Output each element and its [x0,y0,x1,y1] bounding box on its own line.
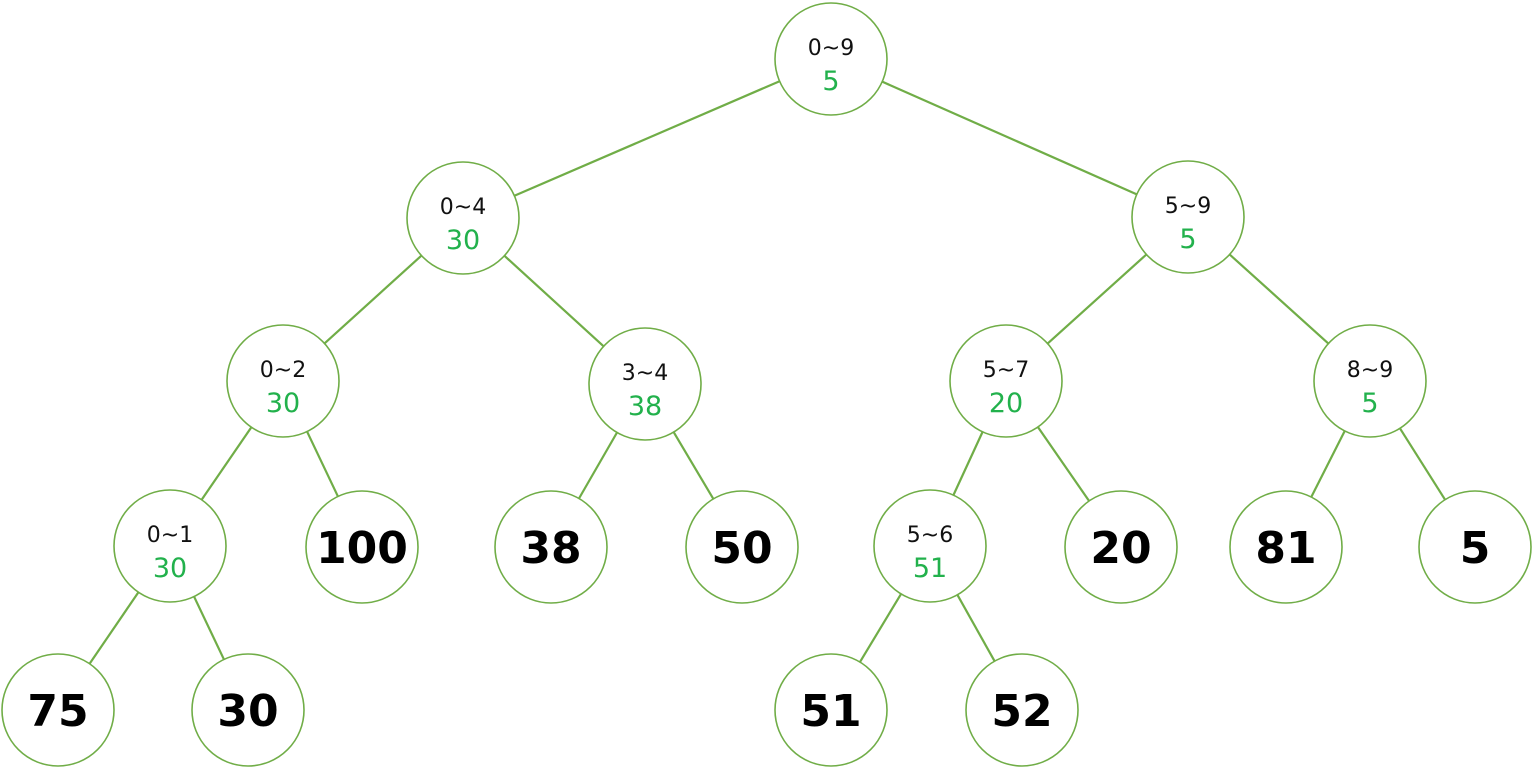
node-min-value: 5 [1179,224,1196,255]
leaf-value: 20 [1090,523,1151,574]
node-circle [113,489,227,603]
leaf-circle [191,653,305,767]
leaf-circle [774,653,888,767]
edge-n-0-9-to-n-5-9 [881,80,1138,196]
node-circle [406,161,520,275]
edge-n-0-2-to-n-0-1 [200,426,253,501]
leaf-value: 75 [27,686,88,737]
tree-leaf-0: 75 [1,653,115,767]
node-range-label: 5~9 [1165,194,1211,219]
tree-node-5-7: 5~720 [949,324,1063,438]
node-min-value: 5 [822,66,839,97]
edge-n-3-4-to-leaf-3 [578,431,618,500]
tree-leaf-3: 38 [494,490,608,604]
node-circle [949,324,1063,438]
tree-node-0-2: 0~230 [226,324,340,438]
edge-n-8-9-to-leaf-9 [1399,427,1446,501]
edge-n-3-4-to-leaf-4 [672,431,715,500]
node-range-label: 0~1 [147,523,193,548]
leaf-value: 38 [520,523,581,574]
edge-n-5-6-to-leaf-6 [956,594,996,662]
leaf-circle [494,490,608,604]
edge-n-0-1-to-leaf-1 [193,596,225,660]
leaf-value: 5 [1460,523,1491,574]
tree-leaf-6: 52 [965,653,1079,767]
edge-n-5-7-to-n-5-6 [952,431,984,496]
node-min-value: 38 [628,391,662,422]
edge-n-0-9-to-n-0-4 [513,80,781,197]
tree-node-8-9: 8~95 [1313,324,1427,438]
leaf-circle [965,653,1079,767]
tree-node-0-1: 0~130 [113,489,227,603]
tree-leaf-2: 100 [305,490,419,604]
node-range-label: 0~2 [260,358,306,383]
leaf-circle [1064,490,1178,604]
tree-leaf-5: 51 [774,653,888,767]
leaf-circle [305,490,419,604]
leaf-value: 81 [1255,523,1316,574]
edges-layer [88,80,1446,665]
node-min-value: 30 [266,388,300,419]
tree-node-5-6: 5~651 [873,489,987,603]
node-min-value: 51 [913,553,947,584]
tree-node-5-9: 5~95 [1131,160,1245,274]
tree-leaf-7: 20 [1064,490,1178,604]
edge-n-5-9-to-n-5-7 [1046,253,1148,345]
leaf-circle [1418,490,1532,604]
edge-n-0-4-to-n-0-2 [323,254,423,345]
edge-n-0-4-to-n-3-4 [503,254,605,348]
node-min-value: 30 [153,553,187,584]
node-min-value: 5 [1361,388,1378,419]
leaf-circle [1229,490,1343,604]
tree-leaf-4: 50 [685,490,799,604]
node-range-label: 5~6 [907,523,953,548]
node-range-label: 3~4 [622,361,668,386]
node-circle [588,327,702,441]
node-circle [774,2,888,116]
node-range-label: 8~9 [1347,358,1393,383]
edge-n-0-2-to-leaf-2 [306,431,339,497]
leaf-circle [1,653,115,767]
edge-n-5-6-to-leaf-5 [858,593,903,663]
leaf-circle [685,490,799,604]
node-circle [1313,324,1427,438]
edge-n-0-1-to-leaf-0 [88,591,140,665]
tree-node-0-4: 0~430 [406,161,520,275]
tree-leaf-8: 81 [1229,490,1343,604]
leaf-value: 100 [316,523,408,574]
node-range-label: 0~9 [808,36,854,61]
edge-n-5-9-to-n-8-9 [1228,253,1330,345]
node-circle [1131,160,1245,274]
leaf-value: 30 [217,686,278,737]
node-min-value: 30 [446,225,480,256]
leaf-value: 50 [711,523,772,574]
edge-n-8-9-to-leaf-8 [1310,430,1346,498]
node-min-value: 20 [989,388,1023,419]
tree-node-3-4: 3~438 [588,327,702,441]
tree-node-0-9: 0~95 [774,2,888,116]
leaf-value: 52 [991,686,1052,737]
tree-leaf-9: 5 [1418,490,1532,604]
edge-n-5-7-to-leaf-7 [1036,426,1091,502]
node-circle [873,489,987,603]
node-range-label: 5~7 [983,358,1029,383]
node-range-label: 0~4 [440,195,486,220]
tree-leaf-1: 30 [191,653,305,767]
node-circle [226,324,340,438]
leaf-value: 51 [800,686,861,737]
